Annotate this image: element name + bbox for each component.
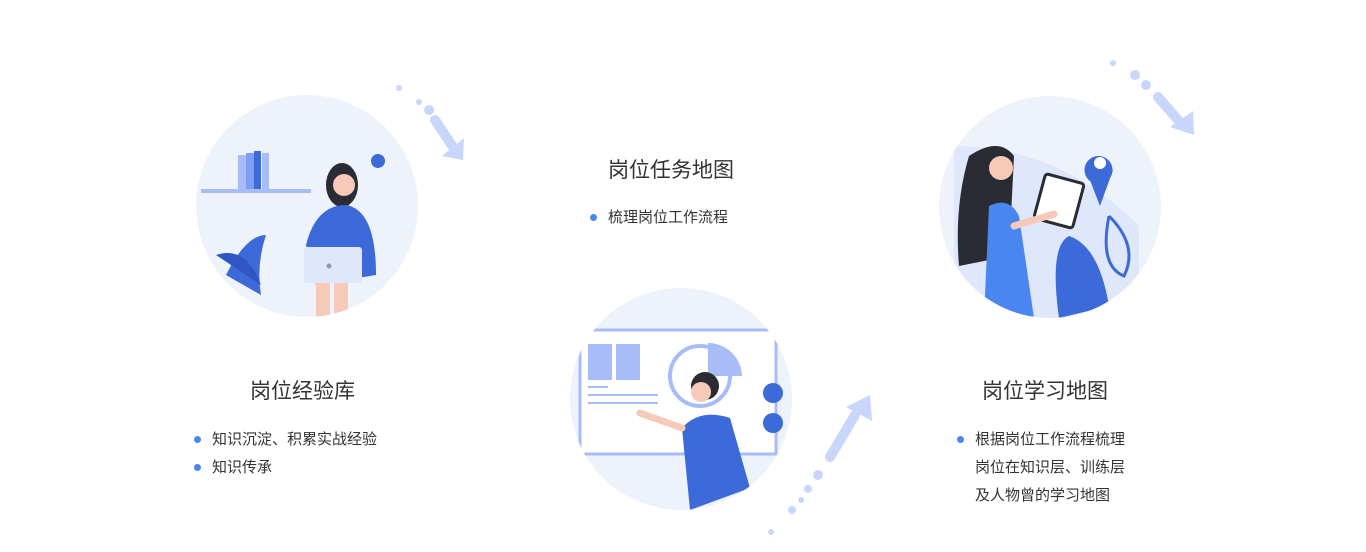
list-item: 梳理岗位工作流程 [590,203,728,231]
arrow-decoration-1 [396,85,464,160]
list-item: 知识传承 [194,453,377,481]
experience-illustration [196,95,418,317]
learning-map-list: 根据岗位工作流程梳理 岗位在知识层、训练层 及人物曾的学习地图 [957,425,1125,509]
arrow-decoration-3 [1110,60,1194,135]
task-map-list: 梳理岗位工作流程 [590,203,728,231]
list-item: 根据岗位工作流程梳理 [957,425,1125,453]
list-item: 知识沉淀、积累实战经验 [194,425,377,453]
arrow-decoration-2 [768,395,872,535]
section-title-experience: 岗位经验库 [250,379,355,403]
section-title-task-map: 岗位任务地图 [608,158,734,182]
section-title-learning-map: 岗位学习地图 [982,379,1108,403]
task-map-illustration [570,288,792,510]
list-item-continued: 岗位在知识层、训练层 [975,458,1126,476]
learning-map-illustration [939,96,1161,318]
list-item-continued: 及人物曾的学习地图 [975,486,1111,504]
experience-list: 知识沉淀、积累实战经验 知识传承 [194,425,377,481]
